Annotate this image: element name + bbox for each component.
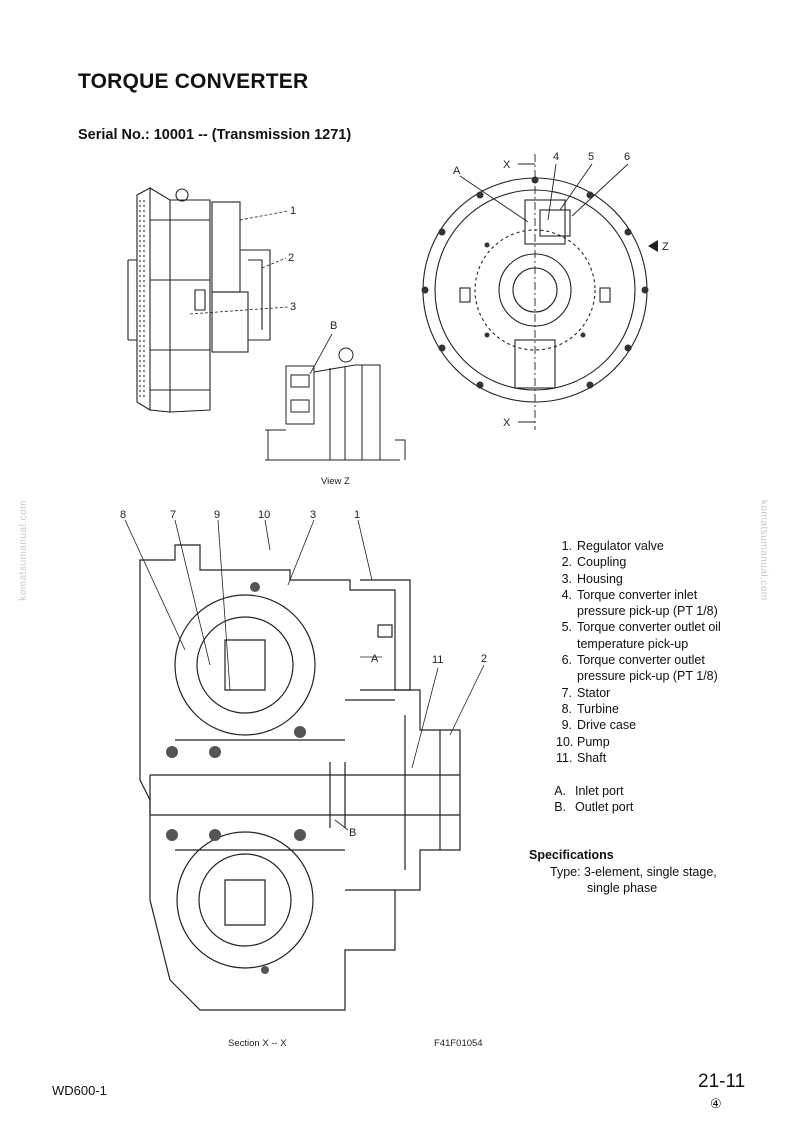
footer-model: WD600-1 <box>52 1083 107 1098</box>
legend-num: 11. <box>556 750 573 765</box>
view-z-drawing <box>265 347 406 461</box>
watermark-right: komatsumanual.com <box>758 500 769 601</box>
callout-6: 6 <box>624 151 630 163</box>
legend-text: Turbine <box>577 701 619 716</box>
figure-id: F41F01054 <box>434 1038 483 1049</box>
footer-revision-badge: ④ <box>710 1096 722 1111</box>
legend-item: 4. Torque converter inlet pressure pick-up… <box>556 587 721 620</box>
section-mark-top: X <box>503 159 511 171</box>
front-view-bolts <box>421 176 649 389</box>
legend-text: Regulator valve <box>577 539 664 553</box>
callout-8: 8 <box>120 509 126 521</box>
legend-item: 3. Housing <box>556 571 721 587</box>
callout-3-section: 3 <box>310 509 316 521</box>
port-text: Inlet port <box>575 784 624 798</box>
specifications-title: Specifications <box>529 848 614 862</box>
legend-text: Housing <box>577 571 623 586</box>
legend-num: 9. <box>561 718 572 733</box>
section-mark-bottom: X <box>503 417 511 429</box>
legend-num: 3. <box>561 571 572 586</box>
legend-line2: pressure pick-up (PT 1/8) <box>577 604 718 619</box>
legend-text: Shaft <box>577 750 607 765</box>
side-view-drawing <box>127 187 271 413</box>
legend-line2: temperature pick-up <box>577 636 689 651</box>
side-view-leaders <box>189 210 289 315</box>
legend-num: 2. <box>561 555 572 570</box>
front-view-section-line <box>459 154 629 430</box>
legend-num: 5. <box>561 620 572 635</box>
section-caption: Section X -- X <box>228 1038 287 1049</box>
legend-item: 11. Shaft <box>556 750 721 766</box>
legend-num: 1. <box>561 539 572 553</box>
callout-b-section: B <box>349 827 356 839</box>
callout-4: 4 <box>553 151 559 163</box>
top-figure: 1 2 3 B View Z <box>127 151 669 487</box>
callout-7: 7 <box>170 509 176 521</box>
section-leaders <box>124 519 485 831</box>
view-z-arrow <box>648 240 658 252</box>
serial-number-heading: Serial No.: 10001 -- (Transmission 1271) <box>78 127 352 143</box>
port-text: Outlet port <box>575 800 634 815</box>
callout-2: 2 <box>288 252 294 264</box>
page-title: TORQUE CONVERTER <box>78 70 309 93</box>
section-figure: 8 7 9 10 3 1 11 2 A B Section X -- X F41… <box>120 509 487 1049</box>
port-item: B. Outlet port <box>540 799 633 815</box>
callout-2-section: 2 <box>481 653 487 665</box>
section-drawing <box>139 544 461 1011</box>
legend-text: Torque converter inlet pressure pick-up (… <box>572 587 718 620</box>
specifications-text: Type: 3-element, single stage, single ph… <box>550 864 760 896</box>
callout-9: 9 <box>214 509 220 521</box>
legend-item: 8. Turbine <box>556 701 721 717</box>
callout-1-section: 1 <box>354 509 360 521</box>
legend-text: Coupling <box>577 555 627 570</box>
spec-line-1: Type: 3-element, single stage, <box>550 865 717 879</box>
callout-a-section: A <box>371 653 379 665</box>
callout-a-top: A <box>453 165 461 177</box>
legend-line2: pressure pick-up (PT 1/8) <box>577 669 718 684</box>
footer-page-number: 21-11 <box>698 1071 746 1092</box>
parts-legend: 1. Regulator valve 2. Coupling 3. Housing 4… <box>556 538 721 766</box>
legend-line1: Torque converter inlet <box>577 587 698 602</box>
legend-text: Drive case <box>577 718 637 733</box>
legend-text: Stator <box>577 685 611 700</box>
legend-item: 2. Coupling <box>556 554 721 570</box>
ports-legend: A. Inlet port B. Outlet port <box>540 783 633 816</box>
callout-10: 10 <box>258 509 270 521</box>
view-z-caption: View Z <box>321 476 350 487</box>
port-item: A. Inlet port <box>540 783 633 799</box>
legend-item: 1. Regulator valve <box>556 538 721 554</box>
callout-11: 11 <box>432 654 443 666</box>
legend-num: 6. <box>561 653 572 668</box>
legend-text: Pump <box>577 734 610 749</box>
legend-line1: Torque converter outlet <box>577 653 705 668</box>
legend-num: 4. <box>561 587 572 602</box>
port-letter: A. <box>554 784 566 798</box>
legend-num: 10. <box>556 734 574 749</box>
legend-item: 9. Drive case <box>556 717 721 733</box>
port-letter: B. <box>554 800 566 815</box>
callout-5: 5 <box>588 151 594 163</box>
spec-line-2: single phase <box>587 881 658 895</box>
section-bearings <box>166 582 306 974</box>
legend-item: 7. Stator <box>556 685 721 701</box>
callout-3: 3 <box>290 301 296 313</box>
view-z-mark: Z <box>662 241 669 253</box>
legend-line1: Torque converter outlet oil <box>577 620 721 635</box>
legend-num: 8. <box>561 701 572 716</box>
legend-item: 10.Pump <box>556 734 721 750</box>
callout-b-top: B <box>330 320 337 332</box>
legend-num: 7. <box>561 685 572 700</box>
callout-1: 1 <box>290 205 296 217</box>
